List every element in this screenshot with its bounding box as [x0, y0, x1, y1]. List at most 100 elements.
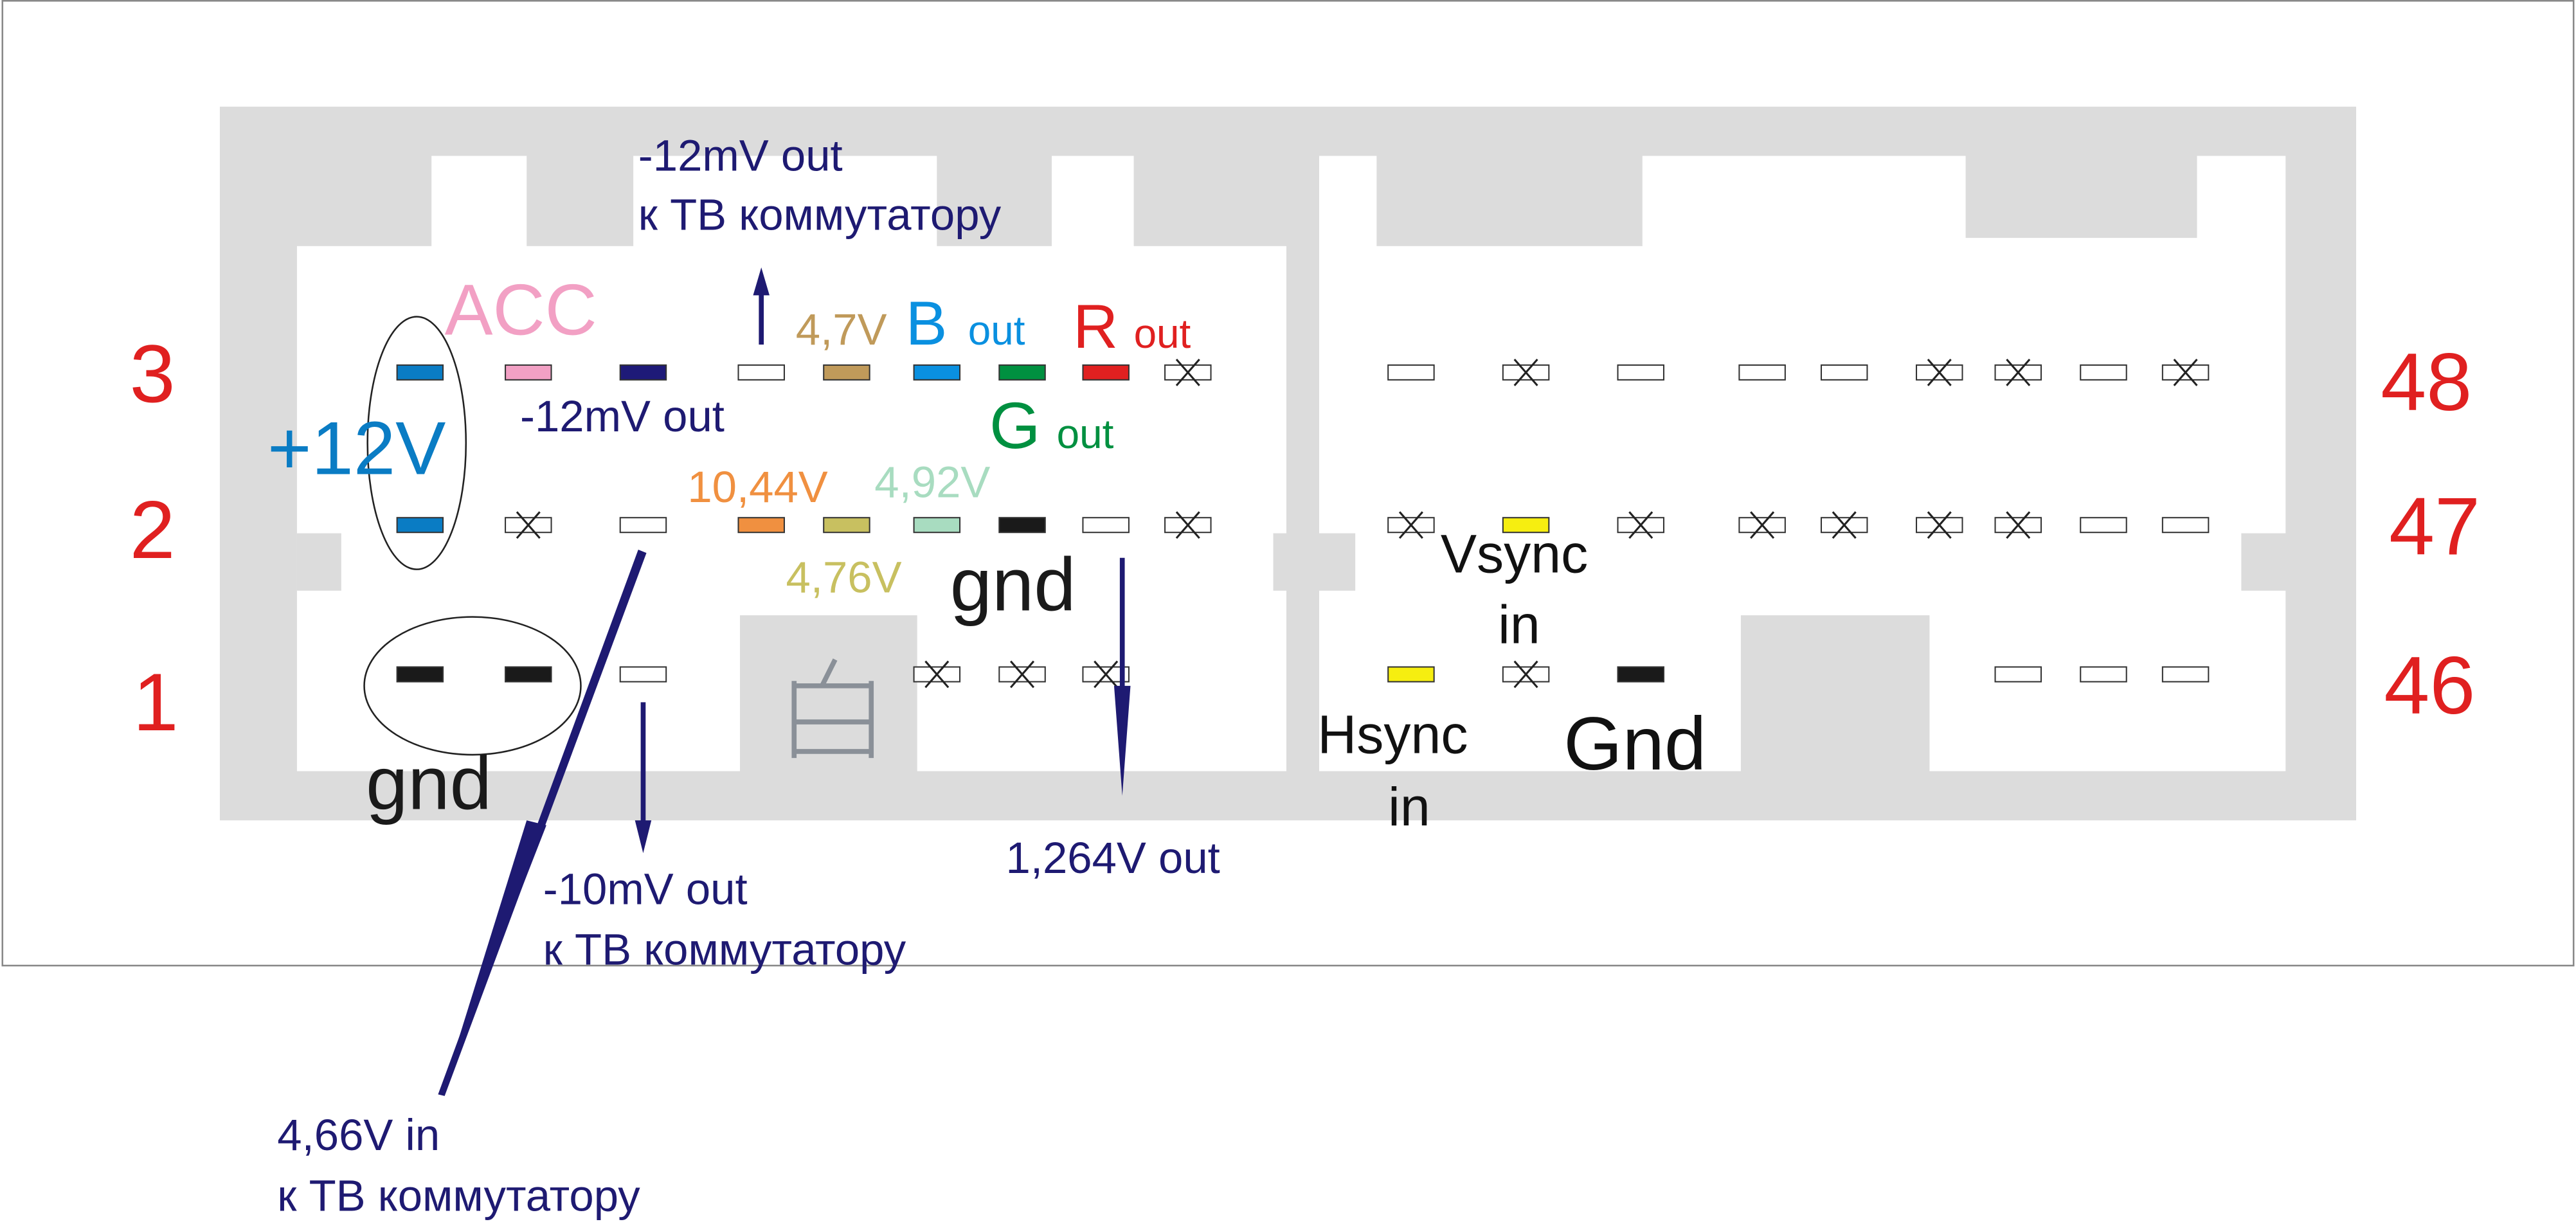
- label-hsync: Hsync: [1317, 704, 1468, 764]
- cross-icon: [1513, 660, 1538, 688]
- row-number-46: 46: [2384, 640, 2475, 732]
- label-vsync-in: in: [1498, 594, 1540, 654]
- unused-pin: [998, 660, 1046, 688]
- unused-pin: [505, 511, 552, 539]
- cross-icon: [2006, 358, 2031, 386]
- label-10-44v: 10,44V: [687, 462, 827, 512]
- pin: [1082, 517, 1130, 534]
- cross-icon: [516, 511, 541, 539]
- pin: [1994, 666, 2042, 683]
- label-1-264v-out: 1,264V out: [1006, 833, 1220, 883]
- pin: [1387, 666, 1435, 683]
- row-number-1: 1: [133, 656, 179, 748]
- pin-grid: [396, 358, 2210, 688]
- label-low-out: -10mV out: [543, 864, 748, 914]
- cross-icon: [1628, 511, 1653, 539]
- label-mid-out: -12mV out: [520, 392, 725, 441]
- label-4-66v-in-sub: к ТВ коммутатору: [277, 1171, 640, 1221]
- unused-pin: [1617, 511, 1664, 539]
- arrows: [438, 267, 1131, 1096]
- unused-pin: [913, 660, 961, 688]
- pin: [619, 666, 667, 683]
- grouping-ellipses: [363, 316, 582, 756]
- label-r-out: out: [1134, 310, 1191, 357]
- pin: [2080, 666, 2127, 683]
- pin: [396, 364, 444, 381]
- label-4-76v: 4,76V: [786, 552, 902, 602]
- pin: [998, 364, 1046, 381]
- unused-pin: [1994, 511, 2042, 539]
- pin: [1617, 666, 1664, 683]
- cross-icon: [1175, 358, 1200, 386]
- label-vsync: Vsync: [1441, 524, 1588, 584]
- cross-icon: [1010, 660, 1035, 688]
- pin: [505, 364, 552, 381]
- label-gnd-right: Gnd: [1563, 701, 1706, 786]
- pin: [2161, 666, 2210, 683]
- pin: [396, 666, 444, 683]
- unused-pin: [1916, 511, 1963, 539]
- cross-icon: [2006, 511, 2031, 539]
- plus12v-ellipse: [366, 316, 467, 570]
- unused-pin: [1916, 358, 1963, 386]
- connector-housing: [219, 106, 2357, 821]
- label-acc: ACC: [445, 269, 597, 350]
- unused-pin: [1082, 660, 1130, 688]
- cross-icon: [1513, 358, 1538, 386]
- cross-icon: [924, 660, 950, 688]
- pin: [396, 517, 444, 534]
- pin: [1502, 517, 1550, 534]
- pin: [913, 364, 961, 381]
- pin: [619, 364, 667, 381]
- cross-icon: [2173, 358, 2198, 386]
- pin: [1820, 364, 1868, 381]
- cross-icon: [1398, 511, 1423, 539]
- pin: [1082, 364, 1130, 381]
- unused-pin: [1502, 358, 1550, 386]
- pin: [998, 517, 1046, 534]
- label-g-out: out: [1057, 411, 1114, 457]
- pin: [1617, 364, 1664, 381]
- labels: -12mV out к ТВ коммутатору ACC 4,7V B ou…: [267, 130, 1706, 1220]
- pin: [2161, 517, 2210, 534]
- label-gnd-left: gnd: [366, 741, 492, 825]
- pin: [823, 364, 870, 381]
- row-number-3: 3: [130, 328, 176, 420]
- pin: [2080, 517, 2127, 534]
- label-r: R: [1073, 291, 1118, 361]
- cross-icon: [1832, 511, 1857, 539]
- label-low-out-sub: к ТВ коммутатору: [543, 925, 906, 975]
- label-top-out-sub: к ТВ коммутатору: [638, 190, 1002, 239]
- row-number-2: 2: [130, 484, 176, 576]
- pin: [913, 517, 961, 534]
- pin: [737, 517, 785, 534]
- unused-pin: [1820, 511, 1868, 539]
- unused-pin: [1502, 660, 1550, 688]
- pin: [737, 364, 785, 381]
- label-top-out: -12mV out: [638, 130, 843, 180]
- ladder-icon: [791, 658, 874, 759]
- label-4-92v: 4,92V: [874, 457, 990, 507]
- label-4-66v-in: 4,66V in: [277, 1110, 440, 1160]
- unused-pin: [1994, 358, 2042, 386]
- unused-pin: [2161, 358, 2210, 386]
- label-gnd-mid: gnd: [950, 542, 1076, 626]
- gnd-ellipse: [363, 616, 582, 756]
- label-b-out: out: [968, 307, 1025, 354]
- pin: [823, 517, 870, 534]
- row-number-47: 47: [2389, 481, 2480, 573]
- label-b: B: [906, 288, 948, 358]
- unused-pin: [1738, 511, 1786, 539]
- cross-icon: [1750, 511, 1775, 539]
- row-numbers: 3 2 1 48 47 46: [130, 328, 2480, 748]
- pin: [505, 666, 552, 683]
- cross-icon: [1175, 511, 1200, 539]
- unused-pin: [1164, 358, 1212, 386]
- row-number-48: 48: [2381, 336, 2472, 428]
- pin: [619, 517, 667, 534]
- pin: [1387, 364, 1435, 381]
- label-4-7v: 4,7V: [796, 305, 887, 354]
- unused-pin: [1387, 511, 1435, 539]
- label-g: G: [989, 389, 1040, 462]
- label-hsync-in: in: [1388, 777, 1430, 837]
